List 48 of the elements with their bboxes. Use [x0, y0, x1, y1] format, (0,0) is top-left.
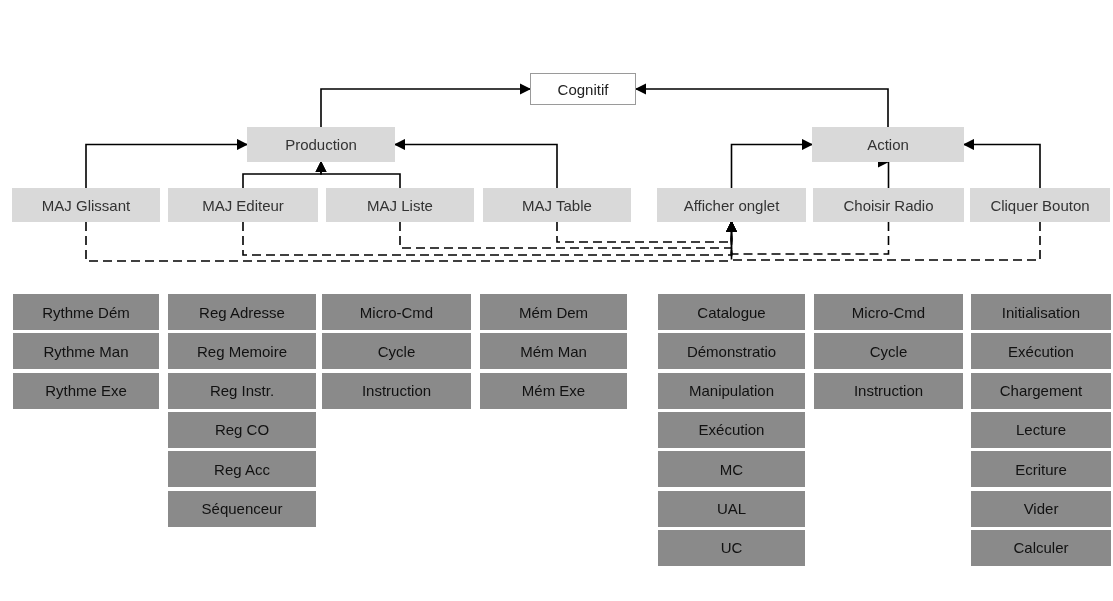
process-box: MAJ Table — [483, 188, 631, 222]
process-box: MAJ Liste — [326, 188, 474, 222]
item-box: Catalogue — [657, 293, 806, 331]
process-box: Afficher onglet — [657, 188, 806, 222]
item-box: Reg Memoire — [167, 332, 317, 371]
item-box: Exécution — [657, 410, 806, 449]
item-box: Lecture — [970, 410, 1112, 449]
item-box: UC — [657, 528, 806, 567]
item-box: Mém Dem — [479, 293, 628, 331]
arrow — [634, 83, 889, 128]
item-box: UAL — [657, 489, 806, 528]
item-box: Rythme Dém — [12, 293, 160, 331]
item-box: Instruction — [813, 371, 964, 410]
item-box: Démonstratio — [657, 332, 806, 371]
item-box: MC — [657, 450, 806, 489]
arrow — [320, 83, 532, 128]
arrow — [85, 138, 249, 189]
category-box: Cognitif — [530, 73, 636, 105]
arrow — [315, 160, 401, 189]
process-box: MAJ Glissant — [12, 188, 160, 222]
item-box: Initialisation — [970, 293, 1112, 331]
item-box: Reg Instr. — [167, 371, 317, 410]
arrow — [730, 138, 814, 189]
item-box: Mém Exe — [479, 371, 628, 410]
item-box: Manipulation — [657, 371, 806, 410]
item-box: Reg Acc — [167, 450, 317, 489]
item-box: Chargement — [970, 371, 1112, 410]
item-box: Reg CO — [167, 410, 317, 449]
item-box: Cycle — [321, 332, 472, 371]
item-box: Exécution — [970, 332, 1112, 371]
process-box: Cliquer Bouton — [970, 188, 1110, 222]
item-box: Vider — [970, 489, 1112, 528]
item-box: Rythme Exe — [12, 371, 160, 410]
item-box: Instruction — [321, 371, 472, 410]
item-box: Micro-Cmd — [321, 293, 472, 331]
process-box: MAJ Editeur — [168, 188, 318, 222]
item-box: Rythme Man — [12, 332, 160, 371]
dashed-arrow — [725, 220, 1041, 261]
item-box: Cycle — [813, 332, 964, 371]
item-box: Micro-Cmd — [813, 293, 964, 331]
item-box: Séquenceur — [167, 489, 317, 528]
item-box: Ecriture — [970, 450, 1112, 489]
item-box: Calculer — [970, 528, 1112, 567]
process-box: Choisir Radio — [813, 188, 964, 222]
process-box: Action — [812, 127, 964, 162]
process-box: Production — [247, 127, 395, 162]
item-box: Reg Adresse — [167, 293, 317, 331]
item-box: Mém Man — [479, 332, 628, 371]
